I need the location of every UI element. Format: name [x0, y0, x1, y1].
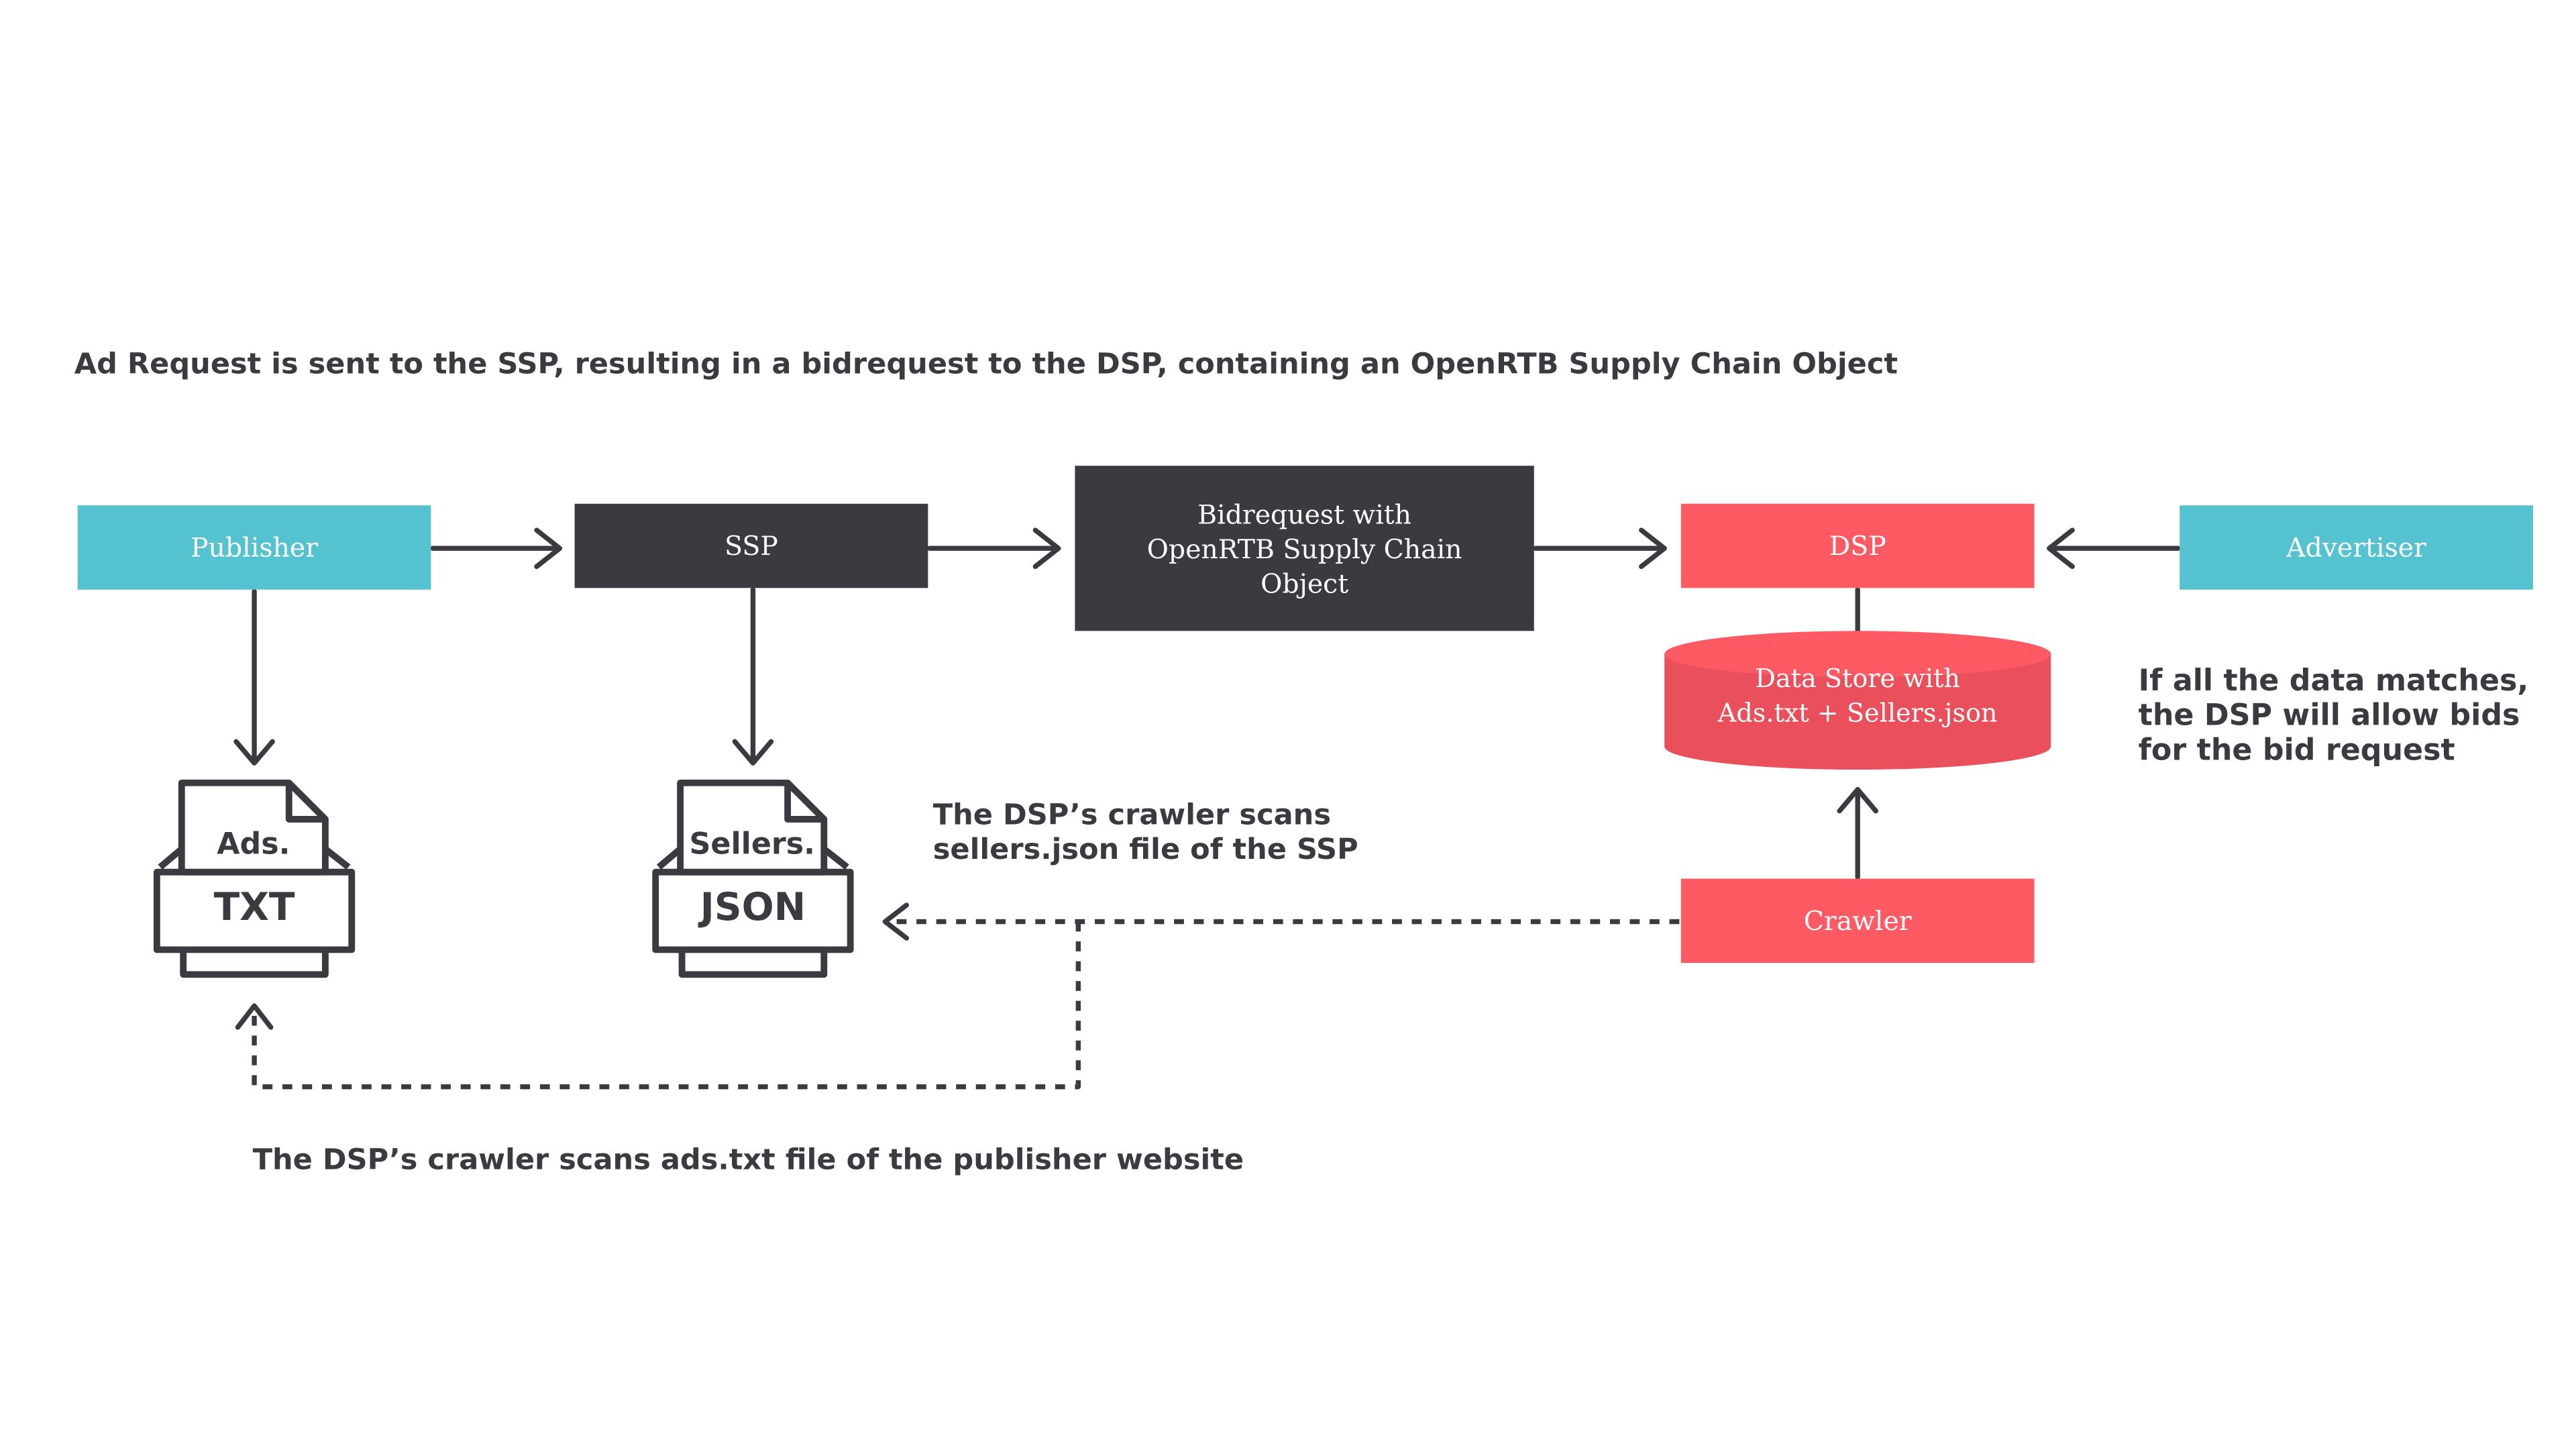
arrowhead-dashed-sellersjson — [882, 902, 910, 941]
arrowhead-ssp-to-bidrequest — [1032, 527, 1061, 569]
sellersjson-top-label: Sellers. — [689, 827, 815, 862]
sellersjson-file-icon — [652, 779, 854, 978]
datastore-cylinder — [1664, 631, 2051, 770]
bidrequest-node: Bidrequest with OpenRTB Supply Chain Obj… — [1075, 466, 1534, 631]
crawler-node: Crawler — [1680, 878, 2035, 964]
arrowhead-advertiser-to-dsp — [2047, 527, 2075, 569]
publisher-node: Publisher — [77, 505, 431, 590]
dashed-crawler-to-adstxt — [252, 921, 1081, 1090]
arrowhead-publisher-to-adstxt — [233, 739, 275, 766]
diagram-heading: Ad Request is sent to the SSP, resulting… — [74, 348, 1898, 382]
arrowhead-crawler-to-datastore — [1837, 786, 1878, 814]
arrowhead-publisher-to-ssp — [534, 527, 563, 569]
ads-scan-note: The DSP’s crawler scans ads.txt file of … — [252, 1144, 1244, 1178]
advertiser-node: Advertiser — [2180, 505, 2533, 590]
sellersjson-main-label: JSON — [700, 886, 806, 930]
adstxt-top-label: Ads. — [217, 827, 290, 862]
adstxt-main-label: TXT — [213, 886, 295, 930]
ssp-node: SSP — [574, 503, 928, 588]
datastore-label-line1: Data Store with — [1755, 664, 1961, 694]
arrowhead-ssp-to-sellersjson — [732, 739, 774, 766]
arrowhead-dashed-adstxt — [235, 1003, 274, 1030]
adstxt-file-icon — [153, 779, 356, 978]
datastore-label-line2: Ads.txt + Sellers.json — [1717, 698, 1998, 729]
match-note: If all the data matches, the DSP will al… — [2138, 664, 2529, 768]
sellers-scan-note: The DSP’s crawler scans sellers.json fil… — [932, 799, 1358, 868]
dsp-node: DSP — [1680, 503, 2035, 588]
arrowhead-bidrequest-to-dsp — [1639, 527, 1667, 569]
